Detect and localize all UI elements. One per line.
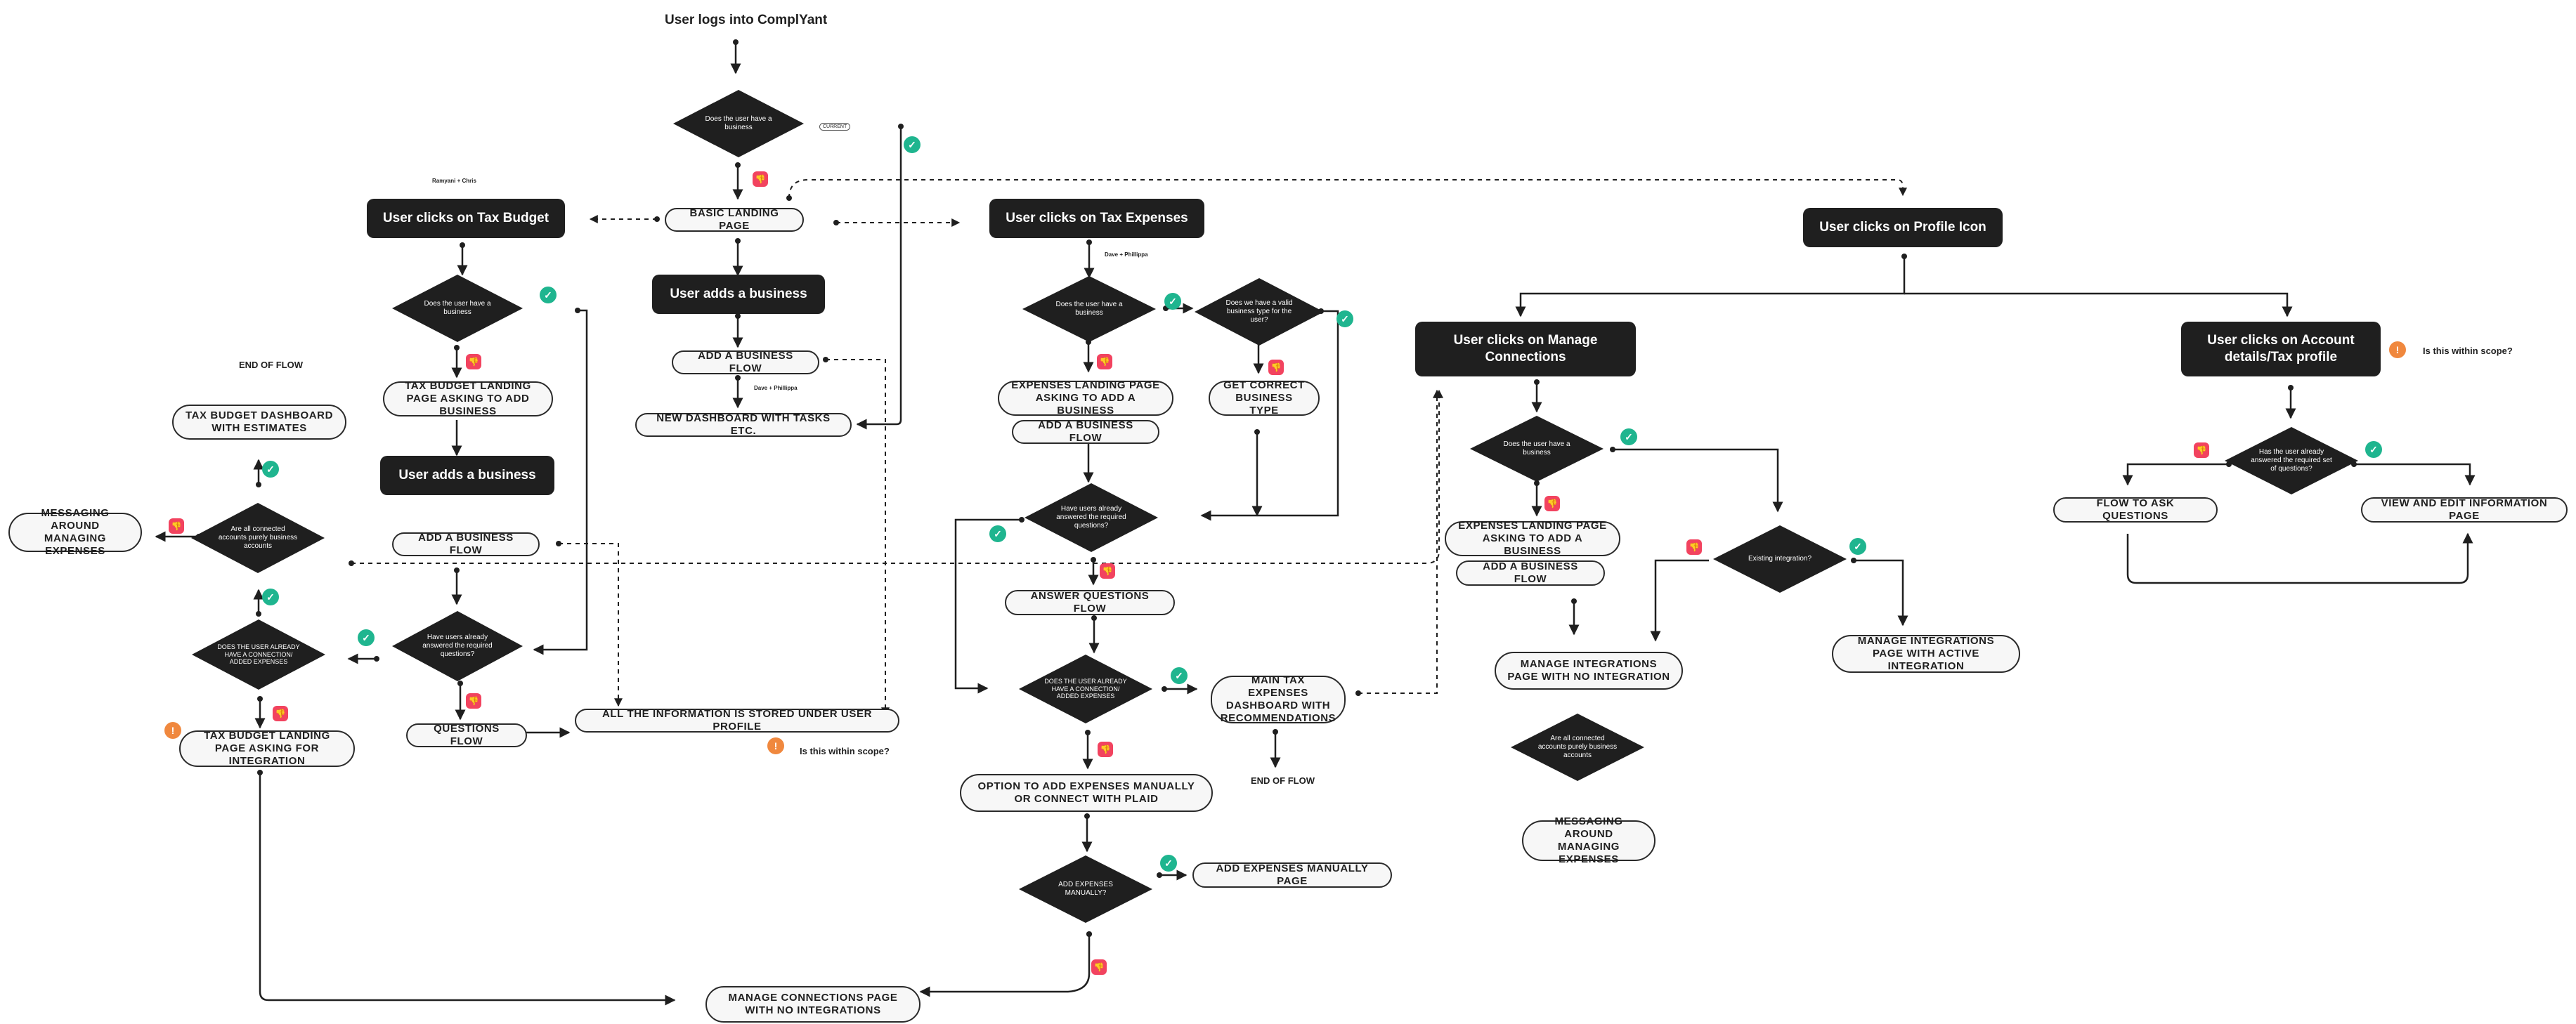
pill-messaging-left: MESSAGING AROUND MANAGING EXPENSES bbox=[8, 507, 142, 557]
decision-text: Existing integration? bbox=[1748, 555, 1812, 563]
diagram-title: User logs into ComplYant bbox=[665, 13, 828, 27]
decision-text: Does the user have a business bbox=[424, 300, 491, 316]
box-tax-expenses: User clicks on Tax Expenses bbox=[989, 199, 1204, 238]
pill-new-dashboard: NEW DASHBOARD WITH TASKS ETC. bbox=[635, 412, 852, 437]
decision-has-business-exp: Does the user have a business bbox=[1022, 276, 1156, 342]
pill-questions-flow: QUESTIONS FLOW bbox=[406, 723, 527, 747]
decision-text: DOES THE USER ALREADY HAVE A CONNECTION/… bbox=[217, 643, 300, 666]
pill-view-edit-info: VIEW AND EDIT INFORMATION PAGE bbox=[2361, 497, 2568, 523]
thumbs-down-icon: 👎 bbox=[1098, 742, 1113, 757]
current-tag: CURRENT bbox=[819, 123, 851, 131]
decision-text: Has the user already answered the requir… bbox=[2251, 448, 2332, 473]
decision-has-business-budget: Does the user have a business bbox=[392, 275, 523, 342]
check-icon: ✓ bbox=[1160, 855, 1177, 872]
box-adds-business-top: User adds a business bbox=[652, 275, 825, 314]
exclamation-icon: ! bbox=[2389, 341, 2406, 358]
decision-text: Have users already answered the required… bbox=[422, 634, 493, 658]
check-icon: ✓ bbox=[2365, 441, 2382, 458]
pill-messaging-mc: MESSAGING AROUND MANAGING EXPENSES bbox=[1522, 815, 1655, 865]
thumbs-down-icon: 👎 bbox=[1097, 354, 1112, 369]
pill-add-expenses-manually: ADD EXPENSES MANUALLY PAGE bbox=[1192, 862, 1392, 888]
thumbs-down-icon: 👎 bbox=[753, 171, 768, 187]
pill-option-add-expenses: OPTION TO ADD EXPENSES MANUALLY OR CONNE… bbox=[960, 774, 1213, 812]
pill-basic-landing: BASIC LANDING PAGE bbox=[665, 207, 804, 232]
pill-manage-integrations-none: MANAGE INTEGRATIONS PAGE WITH NO INTEGRA… bbox=[1495, 652, 1683, 690]
exclamation-icon: ! bbox=[164, 722, 181, 739]
check-icon: ✓ bbox=[1171, 667, 1188, 684]
pill-tax-budget-dashboard: TAX BUDGET DASHBOARD WITH ESTIMATES bbox=[172, 405, 346, 440]
decision-text: Does the user have a business bbox=[705, 115, 772, 131]
box-account-details: User clicks on Account details/Tax profi… bbox=[2181, 322, 2381, 376]
pill-main-tax-expenses: MAIN TAX EXPENSES DASHBOARD WITH RECOMME… bbox=[1211, 674, 1346, 724]
pill-expenses-landing-mc: EXPENSES LANDING PAGE ASKING TO ADD A BU… bbox=[1445, 520, 1620, 557]
decision-answered-exp: Have users already answered the required… bbox=[1024, 483, 1158, 552]
box-manage-connections: User clicks on Manage Connections bbox=[1415, 322, 1636, 376]
pill-tax-budget-landing-integration: TAX BUDGET LANDING PAGE ASKING FOR INTEG… bbox=[179, 730, 355, 767]
check-icon: ✓ bbox=[358, 629, 375, 646]
box-profile-icon: User clicks on Profile Icon bbox=[1803, 208, 2003, 247]
pill-manage-connections-no-int: MANAGE CONNECTIONS PAGE WITH NO INTEGRAT… bbox=[705, 986, 921, 1023]
scope-question-label: Is this within scope? bbox=[2423, 346, 2513, 356]
check-icon: ✓ bbox=[1336, 310, 1353, 327]
thumbs-down-icon: 👎 bbox=[1544, 496, 1560, 511]
decision-add-manually: ADD EXPENSES MANUALLY? bbox=[1019, 855, 1152, 923]
pill-flow-ask-questions: FLOW TO ASK QUESTIONS bbox=[2053, 497, 2218, 523]
thumbs-down-icon: 👎 bbox=[2194, 442, 2209, 458]
decision-connection-budget: DOES THE USER ALREADY HAVE A CONNECTION/… bbox=[192, 619, 325, 690]
check-icon: ✓ bbox=[262, 589, 279, 605]
check-icon: ✓ bbox=[540, 287, 557, 303]
decision-has-business-top: Does the user have a business bbox=[673, 90, 804, 157]
pill-add-business-flow-exp: ADD A BUSINESS FLOW bbox=[1012, 419, 1159, 444]
check-icon: ✓ bbox=[1849, 538, 1866, 555]
decision-answered-budget: Have users already answered the required… bbox=[392, 611, 523, 681]
pill-add-business-flow-budget: ADD A BUSINESS FLOW bbox=[392, 532, 540, 556]
pill-expenses-landing: EXPENSES LANDING PAGE ASKING TO ADD A BU… bbox=[998, 379, 1173, 416]
pill-get-correct-type: GET CORRECT BUSINESS TYPE bbox=[1209, 379, 1320, 416]
pill-tax-budget-landing-add: TAX BUDGET LANDING PAGE ASKING TO ADD BU… bbox=[383, 380, 553, 417]
owners-label: Dave + Phillippa bbox=[1105, 251, 1148, 258]
pill-add-business-flow-top: ADD A BUSINESS FLOW bbox=[672, 350, 819, 374]
check-icon: ✓ bbox=[904, 136, 921, 153]
end-of-flow-label: END OF FLOW bbox=[1251, 775, 1315, 786]
pill-add-business-flow-mc: ADD A BUSINESS FLOW bbox=[1456, 560, 1605, 586]
decision-text: Does we have a valid business type for t… bbox=[1225, 299, 1293, 324]
thumbs-down-icon: 👎 bbox=[1100, 563, 1115, 579]
decision-connection-exp: DOES THE USER ALREADY HAVE A CONNECTION/… bbox=[1019, 655, 1152, 723]
decision-text: Does the user have a business bbox=[1055, 301, 1123, 317]
check-icon: ✓ bbox=[989, 525, 1006, 542]
decision-text: ADD EXPENSES MANUALLY? bbox=[1058, 881, 1113, 897]
thumbs-down-icon: 👎 bbox=[1686, 539, 1702, 555]
pill-answer-questions: ANSWER QUESTIONS FLOW bbox=[1005, 590, 1175, 615]
thumbs-down-icon: 👎 bbox=[1268, 360, 1284, 375]
decision-text: Are all connected accounts purely busine… bbox=[218, 525, 298, 550]
decision-existing-integration: Existing integration? bbox=[1713, 525, 1847, 593]
decision-business-accounts-mc: Are all connected accounts purely busine… bbox=[1511, 714, 1644, 781]
box-adds-business-budget: User adds a business bbox=[380, 456, 554, 495]
box-tax-budget: User clicks on Tax Budget bbox=[367, 199, 565, 238]
check-icon: ✓ bbox=[262, 461, 279, 478]
decision-business-accounts-budget: Are all connected accounts purely busine… bbox=[191, 503, 325, 573]
decision-answered-profile: Has the user already answered the requir… bbox=[2225, 427, 2358, 494]
thumbs-down-icon: 👎 bbox=[1091, 959, 1107, 975]
scope-question-label: Is this within scope? bbox=[800, 746, 890, 756]
check-icon: ✓ bbox=[1164, 293, 1181, 310]
decision-text: Does the user have a business bbox=[1503, 440, 1570, 457]
decision-text: Are all connected accounts purely busine… bbox=[1537, 735, 1618, 759]
owners-label: Dave + Phillippa bbox=[754, 385, 798, 391]
decision-has-business-mc: Does the user have a business bbox=[1470, 416, 1604, 482]
thumbs-down-icon: 👎 bbox=[273, 706, 288, 721]
decision-text: Have users already answered the required… bbox=[1056, 505, 1126, 530]
thumbs-down-icon: 👎 bbox=[466, 354, 481, 369]
thumbs-down-icon: 👎 bbox=[466, 693, 481, 709]
check-icon: ✓ bbox=[1620, 428, 1637, 445]
end-of-flow-label: END OF FLOW bbox=[239, 360, 303, 370]
pill-all-info-stored: ALL THE INFORMATION IS STORED UNDER USER… bbox=[575, 708, 899, 733]
decision-text: DOES THE USER ALREADY HAVE A CONNECTION/… bbox=[1044, 677, 1127, 700]
pill-manage-integrations-active: MANAGE INTEGRATIONS PAGE WITH ACTIVE INT… bbox=[1832, 635, 2020, 673]
decision-valid-type: Does we have a valid business type for t… bbox=[1195, 278, 1324, 346]
owners-label: Ramyani + Chris bbox=[432, 178, 476, 184]
exclamation-icon: ! bbox=[767, 737, 784, 754]
thumbs-down-icon: 👎 bbox=[169, 518, 184, 534]
